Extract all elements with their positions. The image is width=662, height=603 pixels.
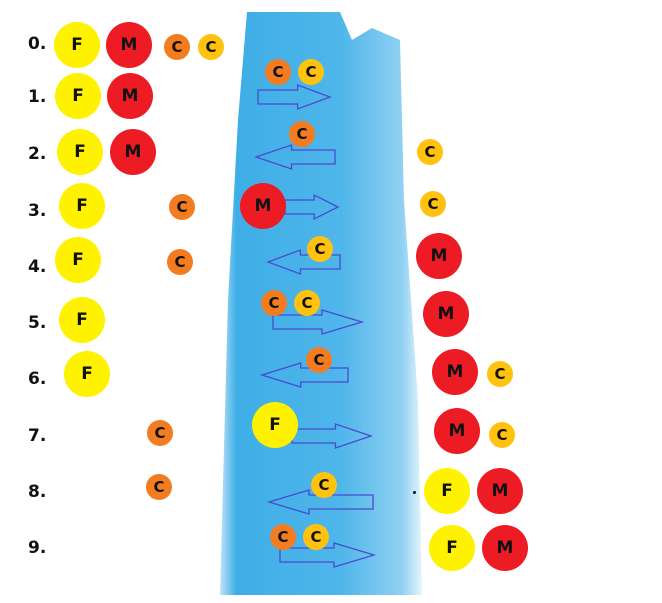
step-label: 1.: [28, 87, 47, 107]
mother-token: M: [107, 73, 153, 119]
farmer-token: F: [55, 73, 101, 119]
step-label: 8.: [28, 482, 47, 502]
child-orange-token: C: [261, 290, 287, 316]
step-label: 6.: [28, 369, 47, 389]
child-orange-token: C: [169, 194, 195, 220]
child-orange-token: C: [289, 121, 315, 147]
child-orange-token: C: [167, 249, 193, 275]
child-yellow-token: C: [298, 59, 324, 85]
child-orange-token: C: [265, 59, 291, 85]
child-yellow-token: C: [198, 34, 224, 60]
step-label: 3.: [28, 201, 47, 221]
farmer-token: F: [59, 183, 105, 229]
child-yellow-token: C: [489, 422, 515, 448]
farmer-token: F: [55, 237, 101, 283]
child-yellow-token: C: [307, 236, 333, 262]
mother-token: M: [432, 349, 478, 395]
arrow-right-icon: [279, 542, 377, 568]
arrow-right-icon: [272, 309, 365, 335]
child-orange-token: C: [147, 420, 173, 446]
mother-token: M: [477, 468, 523, 514]
child-yellow-token: C: [311, 472, 337, 498]
child-orange-token: C: [270, 524, 296, 550]
farmer-token: F: [252, 402, 298, 448]
child-yellow-token: C: [294, 290, 320, 316]
farmer-token: F: [59, 297, 105, 343]
arrow-right-icon: [257, 84, 332, 110]
child-orange-token: C: [164, 34, 190, 60]
arrow-left-icon: [266, 249, 341, 275]
mother-token: M: [423, 291, 469, 337]
farmer-token: F: [429, 525, 475, 571]
step-label: 4.: [28, 257, 47, 277]
step-label: 0.: [28, 34, 47, 54]
mother-token: M: [110, 129, 156, 175]
mother-token: M: [106, 22, 152, 68]
arrow-left-icon: [253, 144, 336, 170]
farmer-token: F: [64, 351, 110, 397]
mother-token: M: [482, 525, 528, 571]
child-yellow-token: C: [417, 139, 443, 165]
step-label: 2.: [28, 144, 47, 164]
child-yellow-token: C: [303, 524, 329, 550]
step-label: 7.: [28, 426, 47, 446]
arrow-left-icon: [259, 362, 349, 388]
farmer-token: F: [57, 129, 103, 175]
mother-token: M: [416, 233, 462, 279]
mother-token: M: [434, 408, 480, 454]
farmer-token: F: [424, 468, 470, 514]
arrow-right-icon: [284, 193, 340, 221]
mother-token: M: [240, 183, 286, 229]
arrow-right-icon: [291, 423, 374, 449]
child-yellow-token: C: [420, 191, 446, 217]
child-yellow-token: C: [487, 361, 513, 387]
stray-dot: [413, 491, 416, 494]
farmer-token: F: [54, 22, 100, 68]
step-label: 9.: [28, 538, 47, 558]
step-label: 5.: [28, 313, 47, 333]
arrow-left-icon: [266, 489, 374, 515]
child-orange-token: C: [146, 474, 172, 500]
child-orange-token: C: [306, 347, 332, 373]
